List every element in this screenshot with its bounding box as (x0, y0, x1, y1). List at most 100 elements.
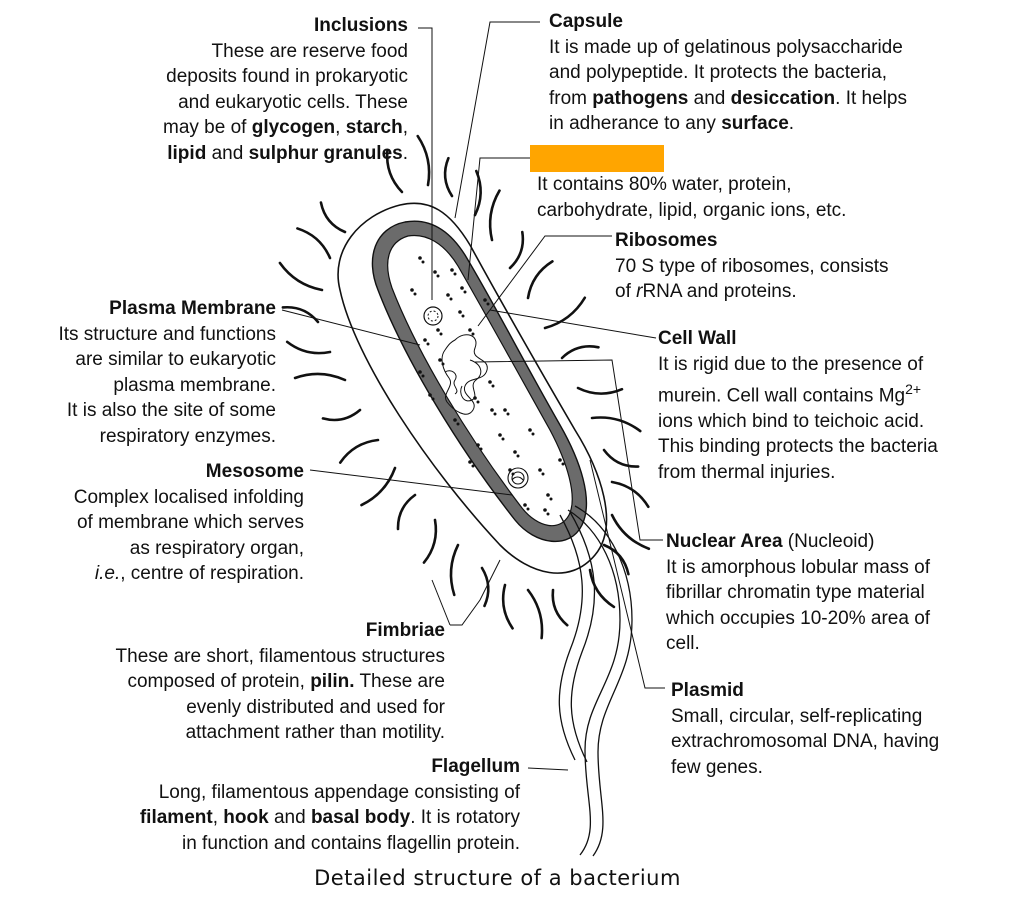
fimbria-hair (480, 566, 490, 608)
inclusions-line: deposits found in prokaryotic (166, 66, 408, 87)
ribosome-dot (516, 454, 520, 458)
fimbria-hair (396, 493, 417, 531)
fimbria-hair (296, 227, 332, 260)
leader-lines (281, 21, 665, 771)
ribosomes-title: Ribosomes (615, 230, 718, 251)
nuclear-area-shape (441, 334, 488, 415)
fimbria-hair (422, 518, 438, 564)
capsule-text: and (688, 87, 731, 109)
nuclear-area-line: cell. (666, 633, 700, 654)
plasmid-line: Small, circular, self-replicating (671, 705, 923, 727)
cell-wall-line: ions which bind to teichoic acid. (658, 410, 925, 432)
flagellum-line: Long, filamentous appendage consisting o… (158, 781, 520, 803)
fimbria-hair (576, 386, 624, 395)
fimbria-hair (319, 201, 347, 234)
nuclear-area-line: It is amorphous lobular mass of (666, 556, 931, 578)
ribosomes-italic: r (636, 281, 643, 302)
fimbria-hair (508, 230, 525, 270)
fimbria-hair (281, 305, 320, 324)
flagellum-text: . It is rotatory (410, 807, 520, 828)
ribosome-dot (423, 338, 427, 342)
ribosome-dot (456, 422, 460, 426)
plasma-membrane-line: plasma membrane. (113, 374, 276, 396)
capsule-bold: pathogens (592, 87, 689, 109)
ribosomes-line: 70 S type of ribosomes, consists (615, 255, 889, 277)
fimbria-hair (473, 169, 482, 217)
ribosome-dot (471, 464, 475, 468)
fimbria-hair (501, 583, 514, 630)
ribosome-dot (513, 450, 517, 454)
ribosomes-text: RNA and proteins. (642, 281, 797, 302)
ribosome-dot (508, 468, 512, 472)
inclusion-granules (423, 306, 443, 326)
cytoplasm-title-highlight (530, 145, 664, 172)
nuclear-area-line: which occupies 10-20% area of (666, 607, 931, 629)
flagellum-line: in function and contains flagellin prote… (181, 832, 520, 854)
fimbriae-line: evenly distributed and used for (186, 696, 445, 718)
inclusions-title: Inclusions (314, 15, 408, 36)
inclusions-line: These are reserve food (211, 40, 408, 62)
ribosome-dot (493, 412, 497, 416)
flagellum-shape (558, 505, 633, 857)
plasma-membrane-line: Its structure and functions (58, 323, 276, 345)
fimbria-hair (443, 156, 454, 198)
flagellum-bold: filament (139, 807, 213, 828)
fimbria-hair (610, 480, 650, 509)
fimbria-hair (543, 296, 587, 330)
plasmid-line: few genes. (671, 756, 763, 778)
ribosome-dot (468, 460, 472, 464)
capsule-line: and polypeptide. It protects the bacteri… (549, 62, 887, 83)
ribosome-dot (446, 293, 450, 297)
capsule-line: It is made up of gelatinous polysacchari… (549, 36, 903, 58)
ribosome-dot (476, 400, 480, 404)
fimbria-hair (588, 568, 616, 609)
cell-wall-superscript: 2+ (905, 381, 922, 397)
inclusions-text: , (402, 117, 408, 138)
cell-wall-line: This binding protects the bacteria (658, 436, 938, 458)
figure-caption: Detailed structure of a bacterium (314, 866, 681, 890)
flagellum-bold: basal body (310, 807, 411, 828)
ribosome-dot (526, 507, 530, 511)
capsule-text: . It helps (835, 87, 907, 109)
ribosome-dot (473, 396, 477, 400)
ribosome-dot (506, 412, 510, 416)
fimbria-hair (551, 588, 569, 627)
ribosome-dot (436, 328, 440, 332)
fimbriae-line: These are short, filamentous structures (115, 645, 445, 667)
label-fimbriae: Fimbriae These are short, filamentous st… (60, 618, 445, 746)
inclusions-bold: starch (345, 117, 403, 138)
inclusions-text: , (335, 117, 346, 138)
ribosome-dot (501, 437, 505, 441)
flagellum-title: Flagellum (431, 756, 520, 777)
fimbria-hair (321, 408, 362, 422)
ribosome-dots (410, 256, 565, 516)
ribosome-dot (453, 272, 457, 276)
inclusions-line: and eukaryotic cells. These (178, 91, 408, 113)
ribosome-dot (449, 297, 453, 301)
nuclear-area-title-suffix: (Nucleoid) (782, 531, 875, 552)
fimbria-hair (278, 261, 324, 292)
ribosome-dot (531, 432, 535, 436)
flagellum-bold: hook (223, 807, 269, 828)
fimbria-hair (449, 543, 460, 597)
ribosome-dot (523, 503, 527, 507)
ribosome-dot (421, 374, 425, 378)
fimbriae-hairs (278, 134, 651, 640)
fimbria-hair (360, 466, 397, 507)
capsule-bold: desiccation (730, 87, 836, 109)
fimbria-hair (602, 448, 640, 468)
inclusions-bold: sulphur granules (248, 142, 403, 164)
ribosome-dot (441, 362, 445, 366)
capsule-bold: surface (721, 113, 789, 134)
label-cytoplasm: It contains 80% water, protein, carbohyd… (537, 172, 937, 223)
ribosome-dot (558, 458, 562, 462)
label-nuclear-area: Nuclear Area (Nucleoid) It is amorphous … (666, 529, 1006, 657)
flagellum-text: and (268, 807, 311, 828)
plasma-membrane-line: are similar to eukaryotic (75, 349, 276, 370)
cell-wall-line: It is rigid due to the presence of (658, 353, 924, 375)
fimbria-hair (293, 372, 347, 382)
mesosome-italic: i.e. (94, 563, 121, 584)
nuclear-area-line: fibrillar chromatin type material (666, 582, 925, 603)
ribosome-dot (421, 260, 425, 264)
